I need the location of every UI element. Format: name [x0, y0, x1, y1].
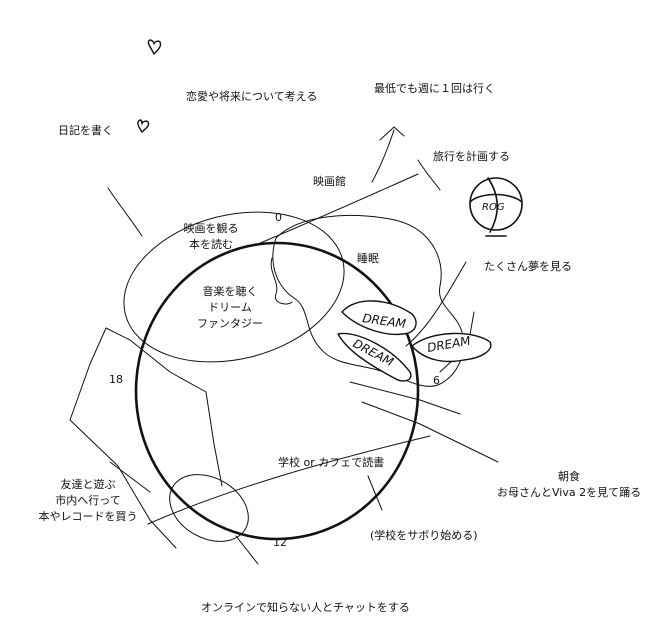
- globe-text: ROG: [482, 202, 505, 213]
- label-breakfast-line-2: お母さんとViva 2を見て踊る: [497, 486, 642, 499]
- label-friends-line-1: 友達と遊ぶ: [60, 478, 116, 491]
- label-diary: 日記を書く: [58, 124, 113, 137]
- left-tick-line: [109, 461, 151, 493]
- clock-hour-18: 18: [109, 373, 123, 386]
- label-cinema: 映画館: [313, 175, 346, 188]
- small-ellipse: [169, 474, 249, 542]
- label-skip-school: (学校をサボり始める): [370, 529, 478, 542]
- dream-text-1: DREAM: [362, 311, 408, 331]
- clock-hour-6: 6: [433, 374, 440, 387]
- sleep-cloud: [272, 214, 464, 387]
- left-zigzag: [69, 327, 223, 549]
- label-breakfast: 朝食 お母さんとViva 2を見て踊る: [497, 469, 641, 501]
- label-friends: 友達と遊ぶ 市内へ行って 本やレコードを買う: [36, 477, 140, 525]
- clock-circle: [134, 241, 420, 541]
- heart-icon-2: [137, 119, 150, 133]
- label-music-line-2: ドリーム: [208, 301, 252, 314]
- label-friends-line-3: 本やレコードを買う: [38, 510, 138, 523]
- label-friends-line-2: 市内へ行って: [55, 494, 121, 507]
- label-love-future: 恋愛や将来について考える: [186, 90, 318, 103]
- globe-doodle: [469, 177, 523, 237]
- right-line-d: [405, 261, 467, 347]
- label-sleep: 睡眠: [357, 252, 379, 265]
- heart-icon: [147, 39, 162, 55]
- right-line-b: [349, 381, 461, 415]
- label-school-cafe: 学校 or カフェで読書: [278, 456, 385, 469]
- arrow-head: [379, 126, 405, 141]
- label-music-line-3: ファンタジー: [197, 317, 263, 330]
- label-many-dreams: たくさん夢を見る: [484, 260, 572, 273]
- label-breakfast-line-1: 朝食: [558, 470, 580, 483]
- dream-cloud-1: [341, 300, 417, 336]
- clock-hour-12: 12: [273, 536, 287, 549]
- dream-cloud-2: [337, 332, 412, 382]
- label-movie-book-line-1: 映画を観る: [183, 222, 239, 235]
- label-music: 音楽を聴く ドリーム ファンタジー: [192, 284, 268, 332]
- right-line-a: [361, 401, 499, 463]
- bottom-diagonal: [147, 435, 431, 525]
- clock-hour-0: 0: [275, 211, 282, 224]
- label-music-line-1: 音楽を聴く: [202, 285, 258, 298]
- travel-line: [417, 159, 441, 191]
- label-weekly: 最低でも週に１回は行く: [374, 82, 495, 95]
- inner-squiggle: [270, 257, 293, 305]
- cinema-line: [257, 173, 419, 245]
- arrow-line: [371, 129, 395, 183]
- label-online-chat: オンラインで知らない人とチャットをする: [201, 601, 410, 614]
- label-movie-book: 映画を観る 本を読む: [176, 221, 246, 253]
- cafe-line: [367, 475, 383, 511]
- movie-ellipse: [123, 211, 345, 363]
- dream-cloud-3: [411, 332, 492, 363]
- label-movie-book-line-2: 本を読む: [189, 238, 233, 251]
- label-plan-trip: 旅行を計画する: [433, 150, 510, 163]
- left-curve: [107, 187, 143, 237]
- bottom-small-line: [235, 535, 259, 565]
